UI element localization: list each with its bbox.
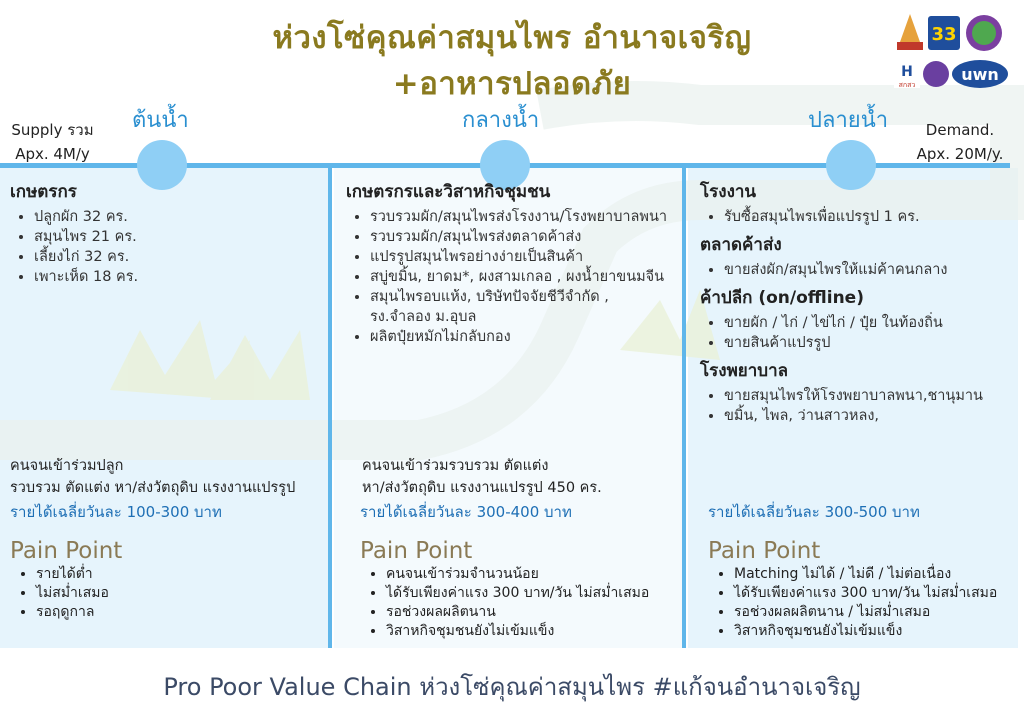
stage-downstream-label: ปลายน้ำ bbox=[808, 108, 889, 133]
group-list: ขายส่งผัก/สมุนไพรให้แม่ค้าคนกลาง bbox=[700, 260, 1018, 280]
column-upstream: เกษตรกร ปลูกผัก 32 คร. สมุนไพร 21 คร. เล… bbox=[10, 178, 320, 291]
list-item: ขายสินค้าแปรรูป bbox=[724, 333, 1018, 353]
pain-point-list: รายได้ต่ำ ไม่สม่ำเสมอ รอฤดูกาล bbox=[12, 565, 109, 622]
logo-small-text: สกสว bbox=[899, 81, 916, 89]
supply-line2: Apx. 4M/y bbox=[15, 145, 90, 163]
temple-logo-icon bbox=[897, 14, 923, 50]
stage-upstream-label: ต้นน้ำ bbox=[132, 108, 189, 133]
people-line: รวบรวม ตัดแต่ง หา/ส่งวัตถุดิบ แรงงานแปรร… bbox=[10, 480, 296, 496]
income-upstream: รายได้เฉลี่ยวันละ 100-300 บาท bbox=[10, 503, 222, 521]
logo-number: 33 bbox=[931, 24, 956, 45]
pmu-logo-icon: uwn bbox=[952, 60, 1008, 88]
pain-point-item: คนจนเข้าร่วมจำนวนน้อย bbox=[386, 565, 649, 584]
list-item: สมุนไพร 21 คร. bbox=[34, 227, 320, 247]
pain-point-title: Pain Point bbox=[708, 538, 821, 564]
svg-text:H: H bbox=[901, 64, 913, 80]
tsri-logo-icon: H สกสว bbox=[894, 60, 920, 89]
supply-line1: Supply รวม bbox=[11, 121, 94, 139]
group-heading: ตลาดค้าส่ง bbox=[700, 235, 782, 255]
partner-logos: 33 H สกสว uwn bbox=[894, 14, 1008, 89]
list-item: ขมิ้น, ไพล, ว่านสาวหลง, bbox=[724, 406, 1018, 426]
demand-line2: Apx. 20M/y. bbox=[916, 145, 1004, 163]
pain-point-list: Matching ไม่ได้ / ไม่ดี / ไม่ต่อเนื่อง ไ… bbox=[710, 565, 997, 641]
group-heading: เกษตรกรและวิสาหกิจชุมชน bbox=[346, 182, 551, 202]
anniversary-logo-icon: 33 bbox=[928, 16, 960, 50]
pain-point-title: Pain Point bbox=[10, 538, 123, 564]
stage-upstream-dot bbox=[137, 140, 187, 190]
crest-logo-icon bbox=[923, 61, 949, 87]
people-note-midstream: คนจนเข้าร่วมรวบรวม ตัดแต่ง หา/ส่งวัตถุดิ… bbox=[362, 455, 678, 499]
stage-midstream-dot bbox=[480, 140, 530, 190]
list-item: สบู่ขมิ้น, ยาดม*, ผงสามเกลอ , ผงน้ำยาขนม… bbox=[370, 267, 671, 287]
list-item: ผลิตปุ๋ยหมักไม่กลับกอง bbox=[370, 327, 671, 347]
supply-note: Supply รวม Apx. 4M/y bbox=[0, 118, 105, 166]
group-heading: เกษตรกร bbox=[10, 182, 77, 202]
page-subtitle: +อาหารปลอดภัย bbox=[392, 66, 632, 102]
demand-note: Demand. Apx. 20M/y. bbox=[900, 118, 1020, 166]
people-line: คนจนเข้าร่วมรวบรวม ตัดแต่ง bbox=[362, 458, 549, 474]
list-item: แปรรูปสมุนไพรอย่างง่ายเป็นสินค้า bbox=[370, 247, 671, 267]
column-divider bbox=[328, 168, 332, 648]
group-list: ปลูกผัก 32 คร. สมุนไพร 21 คร. เลี้ยงไก่ … bbox=[10, 207, 320, 287]
pain-point-item: รอฤดูกาล bbox=[36, 603, 109, 622]
pain-point-list: คนจนเข้าร่วมจำนวนน้อย ได้รับเพียงค่าแรง … bbox=[362, 565, 649, 641]
pain-point-item: รอช่วงผลผลิตนาน bbox=[386, 603, 649, 622]
list-item: ขายผัก / ไก่ / ไข่ไก่ / ปุ๋ย ในท้องถิ่น bbox=[724, 313, 1018, 333]
pain-point-item: ไม่สม่ำเสมอ bbox=[36, 584, 109, 603]
pain-point-item: วิสาหกิจชุมชนยังไม่เข้มแข็ง bbox=[734, 622, 997, 641]
pain-point-item: วิสาหกิจชุมชนยังไม่เข้มแข็ง bbox=[386, 622, 649, 641]
people-note-upstream: คนจนเข้าร่วมปลูก รวบรวม ตัดแต่ง หา/ส่งวั… bbox=[10, 455, 326, 499]
people-line: คนจนเข้าร่วมปลูก bbox=[10, 458, 124, 474]
column-midstream: เกษตรกรและวิสาหกิจชุมชน รวบรวมผัก/สมุนไพ… bbox=[346, 178, 671, 351]
list-item: เพาะเห็ด 18 คร. bbox=[34, 267, 320, 287]
list-item: ปลูกผัก 32 คร. bbox=[34, 207, 320, 227]
list-item: สมุนไพรอบแห้ง, บริษัทปัจจัยชีวีจำกัด , ร… bbox=[370, 287, 671, 327]
group-heading: โรงงาน bbox=[700, 182, 757, 202]
group-list: รวบรวมผัก/สมุนไพรส่งโรงงาน/โรงพยาบาลพนา … bbox=[346, 207, 671, 347]
list-item: รวบรวมผัก/สมุนไพรส่งตลาดค้าส่ง bbox=[370, 227, 671, 247]
list-item: รับซื้อสมุนไพรเพื่อแปรรูป 1 คร. bbox=[724, 207, 1018, 227]
pain-point-item: ได้รับเพียงค่าแรง 300 บาท/วัน ไม่สม่ำเสม… bbox=[386, 584, 649, 603]
group-list: รับซื้อสมุนไพรเพื่อแปรรูป 1 คร. bbox=[700, 207, 1018, 227]
demand-line1: Demand. bbox=[925, 121, 995, 139]
list-item: ขายสมุนไพรให้โรงพยาบาลพนา,ชานุมาน bbox=[724, 386, 1018, 406]
group-heading: โรงพยาบาล bbox=[700, 361, 789, 381]
seal-logo-icon bbox=[966, 15, 1002, 51]
pain-point-item: ได้รับเพียงค่าแรง 300 บาท/วัน ไม่สม่ำเสม… bbox=[734, 584, 997, 603]
column-divider bbox=[682, 168, 686, 648]
footer-caption: Pro Poor Value Chain ห่วงโซ่คุณค่าสมุนไพ… bbox=[163, 673, 861, 701]
stage-downstream-dot bbox=[826, 140, 876, 190]
list-item: ขายส่งผัก/สมุนไพรให้แม่ค้าคนกลาง bbox=[724, 260, 1018, 280]
group-heading: ค้าปลีก (on/offline) bbox=[700, 288, 864, 308]
pain-point-title: Pain Point bbox=[360, 538, 473, 564]
stage-midstream-label: กลางน้ำ bbox=[462, 108, 540, 133]
pain-point-item: รายได้ต่ำ bbox=[36, 565, 109, 584]
pain-point-item: Matching ไม่ได้ / ไม่ดี / ไม่ต่อเนื่อง bbox=[734, 565, 997, 584]
group-list: ขายสมุนไพรให้โรงพยาบาลพนา,ชานุมาน ขมิ้น,… bbox=[700, 386, 1018, 426]
group-list: ขายผัก / ไก่ / ไข่ไก่ / ปุ๋ย ในท้องถิ่น … bbox=[700, 313, 1018, 353]
column-downstream: โรงงาน รับซื้อสมุนไพรเพื่อแปรรูป 1 คร. ต… bbox=[700, 178, 1018, 430]
pain-point-item: รอช่วงผลผลิตนาน / ไม่สม่ำเสมอ bbox=[734, 603, 997, 622]
income-midstream: รายได้เฉลี่ยวันละ 300-400 บาท bbox=[360, 503, 572, 521]
people-line: หา/ส่งวัตถุดิบ แรงงานแปรรูป 450 คร. bbox=[362, 480, 602, 496]
logo-text: uwn bbox=[961, 65, 999, 84]
list-item: เลี้ยงไก่ 32 คร. bbox=[34, 247, 320, 267]
page-title: ห่วงโซ่คุณค่าสมุนไพร อำนาจเจริญ bbox=[272, 20, 752, 56]
list-item: รวบรวมผัก/สมุนไพรส่งโรงงาน/โรงพยาบาลพนา bbox=[370, 207, 671, 227]
income-downstream: รายได้เฉลี่ยวันละ 300-500 บาท bbox=[708, 503, 920, 521]
